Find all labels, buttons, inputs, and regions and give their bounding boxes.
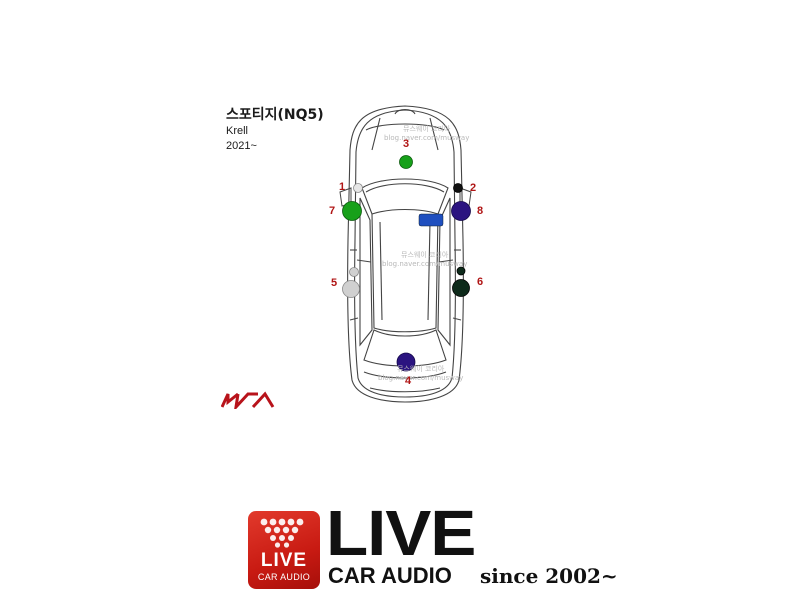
- speaker-5-rear-woofer: [342, 280, 360, 298]
- brand-live-text: LIVE: [326, 497, 476, 569]
- badge-car-audio-text: CAR AUDIO: [257, 572, 311, 582]
- left-mirror: [339, 187, 352, 207]
- speaker-2-tweeter: [453, 183, 463, 193]
- speaker-4-subwoofer: [396, 352, 416, 372]
- watermark-bottom-line1: 뮤스웨이 코리아: [397, 365, 445, 373]
- speaker-dots-icon: [260, 518, 304, 548]
- speaker-label-1: 1: [338, 181, 346, 193]
- speaker-label-3: 3: [402, 138, 410, 150]
- speaker-5-rear-tweeter: [349, 267, 359, 277]
- speaker-label-2: 2: [469, 182, 477, 194]
- watermark-middle-line1: 뮤스웨이 코리아: [401, 251, 449, 259]
- watermark-bottom-line2: blog.naver.com/musway: [378, 374, 464, 382]
- watermark-bottom: 뮤스웨이 코리아 blog.naver.com/musway: [378, 364, 463, 382]
- brand-car-audio-text: CAR AUDIO: [328, 563, 452, 588]
- watermark-middle: 뮤스웨이 코리아 blog.naver.com/musway: [382, 250, 467, 268]
- speaker-8-front-right-woofer: [451, 201, 471, 221]
- live-car-audio-badge: LIVE CAR AUDIO: [248, 511, 320, 589]
- audio-system: Krell: [226, 125, 249, 137]
- speaker-6-rear-woofer: [452, 279, 470, 297]
- amplifier: [418, 213, 444, 227]
- brand-since-text: since 2002~: [480, 564, 618, 588]
- speaker-label-4: 4: [404, 375, 412, 387]
- model-name: 스포티지(NQ5): [226, 107, 324, 123]
- speaker-6-rear-tweeter: [456, 266, 466, 276]
- badge-live-text: LIVE: [260, 550, 308, 571]
- speaker-1-tweeter: [353, 183, 363, 193]
- speaker-label-6: 6: [476, 276, 484, 288]
- model-year: 2021~: [226, 140, 257, 152]
- speaker-3-center: [399, 155, 413, 169]
- speaker-label-8: 8: [476, 205, 484, 217]
- model-info: 스포티지(NQ5) Krell 2021~: [226, 106, 324, 154]
- watermark-top-line2: blog.naver.com/musway: [384, 134, 470, 142]
- watermark-top-line1: 뮤스웨이 코리아: [403, 125, 451, 133]
- speaker-label-5: 5: [330, 277, 338, 289]
- speaker-7-front-left-woofer: [342, 201, 362, 221]
- watermark-middle-line2: blog.naver.com/musway: [382, 260, 468, 268]
- watermark-top: 뮤스웨이 코리아 blog.naver.com/musway: [384, 124, 469, 142]
- kia-logo: [221, 391, 275, 409]
- speaker-label-7: 7: [328, 205, 336, 217]
